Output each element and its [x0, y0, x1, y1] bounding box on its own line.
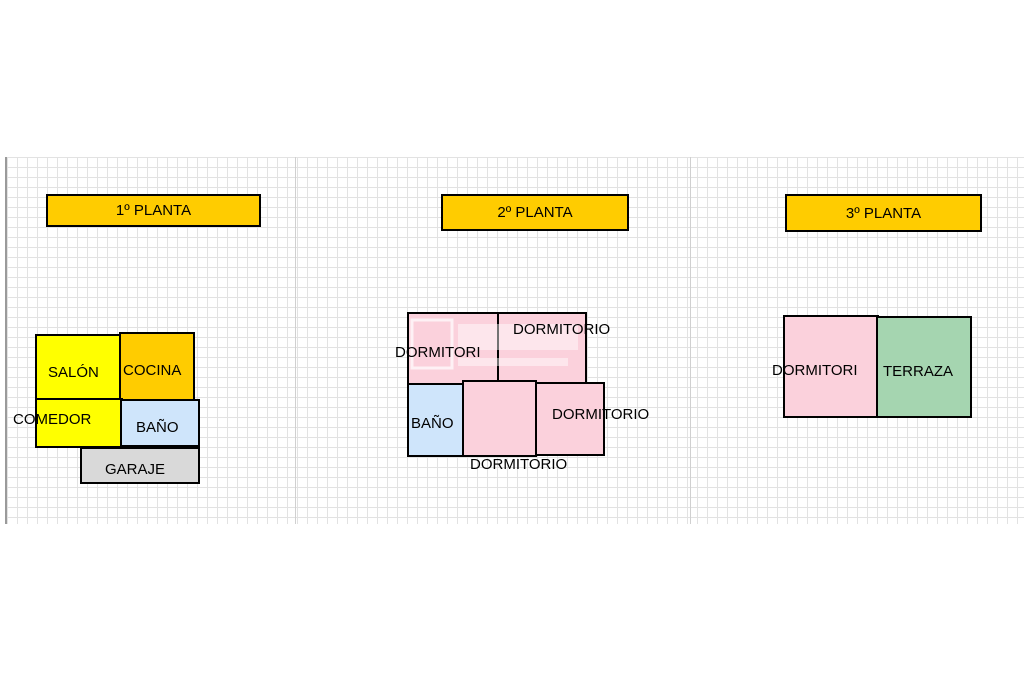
label-comedor: COMEDOR [13, 411, 92, 428]
room-terraza [876, 316, 972, 418]
label-dormitorio-c: DORMITORIO [470, 456, 568, 473]
floor-1-title: 1º PLANTA [46, 194, 261, 227]
label-garaje: GARAJE [105, 461, 166, 478]
room-bano [120, 399, 200, 447]
grid-divider [295, 157, 296, 524]
label-dormitorio-3: DORMITORI [772, 362, 858, 379]
room-dormitorio-d [535, 382, 605, 456]
label-terraza: TERRAZA [883, 363, 954, 380]
room-salon [35, 334, 121, 404]
label-dormitorio-b: DORMITORIO [513, 321, 611, 338]
room-dormitorio [783, 315, 879, 418]
label-cocina: COCINA [123, 362, 182, 379]
label-bano: BAÑO [136, 419, 179, 436]
grid-divider [690, 157, 691, 524]
watermark-logo [410, 318, 578, 370]
label-bano-2: BAÑO [411, 415, 454, 432]
floor-2-title: 2º PLANTA [441, 194, 629, 231]
room-dormitorio-c [462, 380, 537, 457]
label-dormitorio-d: DORMITORIO [552, 406, 650, 423]
floor-3-title: 3º PLANTA [785, 194, 982, 232]
room-garaje [80, 447, 200, 484]
label-dormitorio-a: DORMITORI [395, 344, 481, 361]
label-salon: SALÓN [48, 364, 99, 381]
